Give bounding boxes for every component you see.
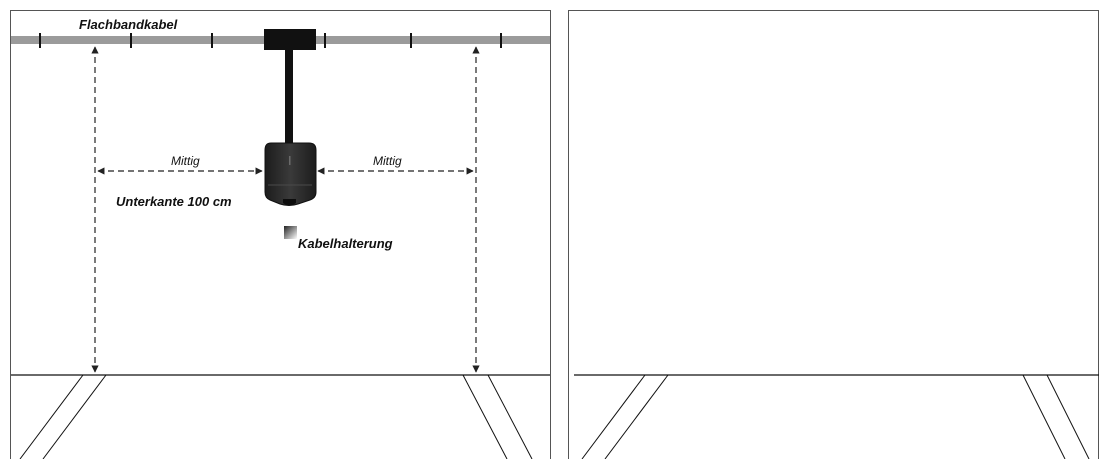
parking-lines-right [581,374,1090,459]
cable-tick-marks [39,33,502,48]
left-panel-frame [10,10,551,459]
flat-cable-label: Flachbandkabel [79,17,178,32]
left-panel: Flachbandkabel Mittig Mittig Unterkante … [10,10,551,459]
supply-cable [285,50,293,145]
right-panel [568,10,1099,459]
cable-holder-label: Kabelhalterung [298,236,393,251]
right-panel-frame [568,10,1099,459]
centered-label-right: Mittig [373,154,402,168]
wallbox-charger-icon [264,142,317,206]
bottom-edge-label: Unterkante 100 cm [116,194,232,209]
centered-label-left: Mittig [171,154,200,168]
cable-holder-icon [284,226,297,239]
parking-lines-left [19,374,533,459]
cable-connector [264,29,316,50]
